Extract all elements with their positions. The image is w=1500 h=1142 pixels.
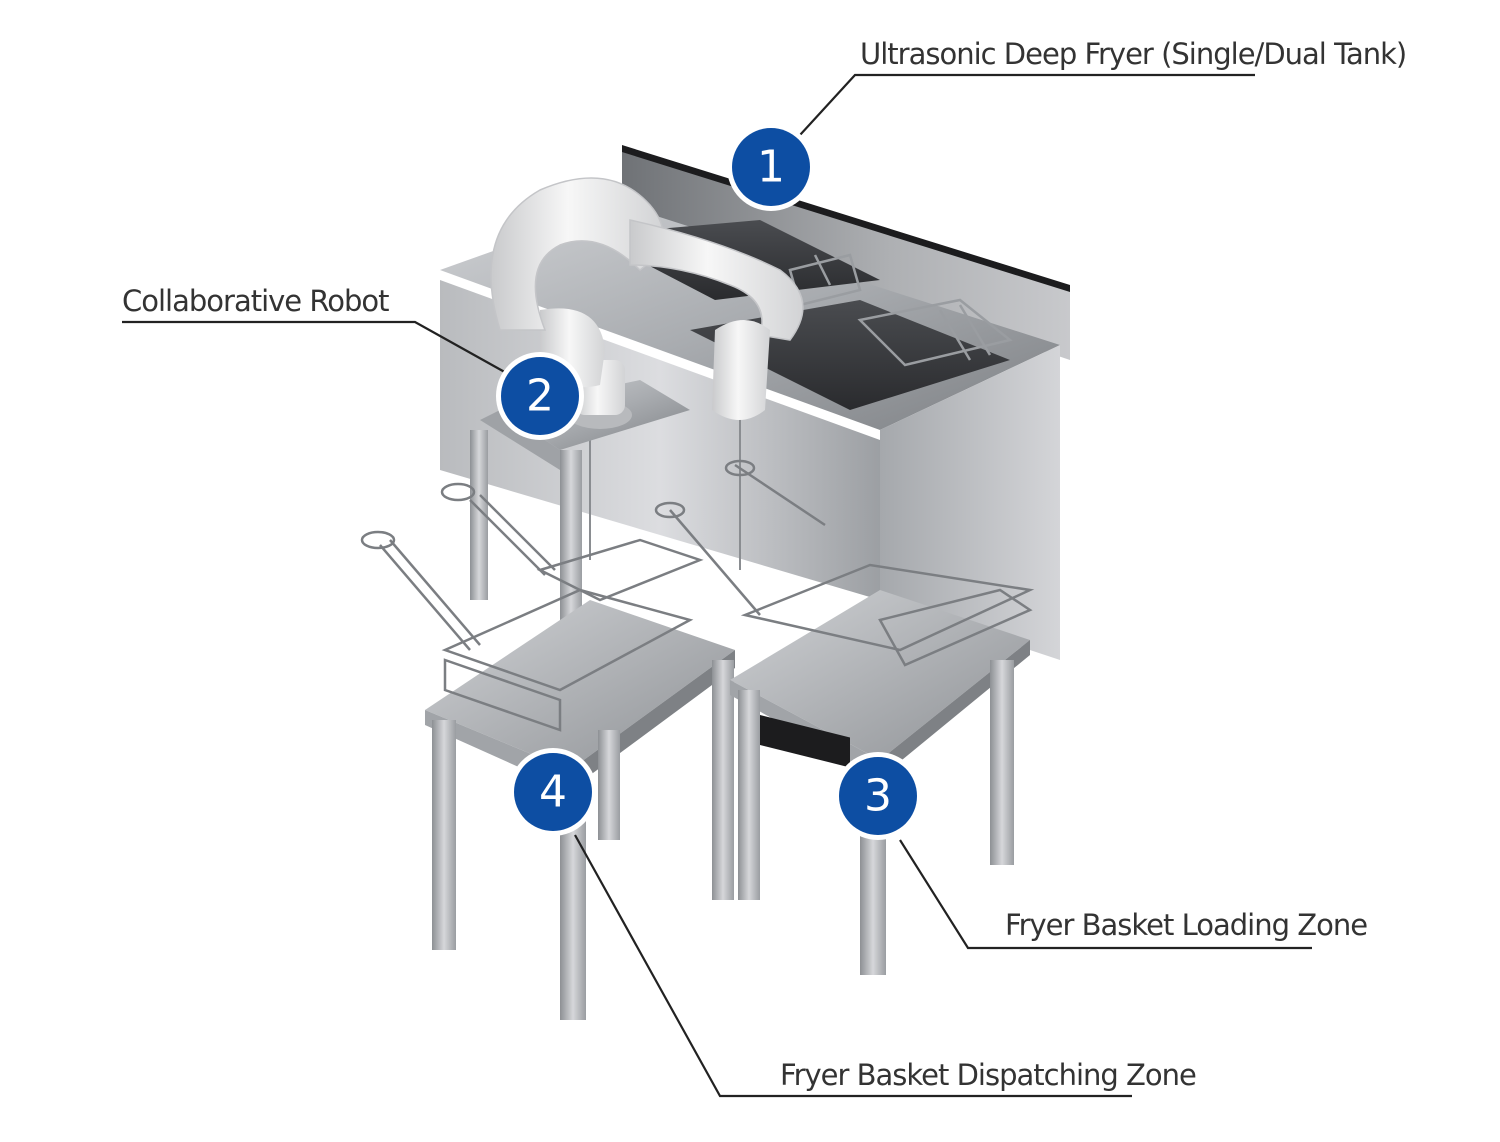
callout-badge-1: 1: [727, 123, 815, 211]
svg-text:3: 3: [864, 771, 892, 822]
leader-line-3: [899, 839, 1312, 950]
svg-text:2: 2: [526, 371, 554, 422]
leader-line-1: [799, 73, 1255, 136]
callout-badge-3: 3: [834, 752, 922, 840]
callout-label-1: Ultrasonic Deep Fryer (Single/Dual Tank): [860, 37, 1406, 71]
loading-table: [730, 590, 1030, 975]
deep-fryer-cabinet: [440, 145, 1070, 660]
svg-text:1: 1: [757, 142, 785, 193]
callout-label-2: Collaborative Robot: [122, 284, 389, 318]
leader-line-2: [122, 320, 511, 376]
callout-label-4: Fryer Basket Dispatching Zone: [780, 1058, 1196, 1092]
dispatching-table: [425, 600, 735, 1020]
leader-lines: [122, 73, 1312, 1098]
callout-badge-2: 2: [496, 352, 584, 440]
callout-badge-4: 4: [509, 748, 597, 836]
leader-line-4: [574, 834, 1132, 1098]
callout-label-3: Fryer Basket Loading Zone: [1005, 908, 1367, 942]
svg-text:4: 4: [539, 767, 567, 818]
fryer-baskets: [360, 459, 1035, 732]
